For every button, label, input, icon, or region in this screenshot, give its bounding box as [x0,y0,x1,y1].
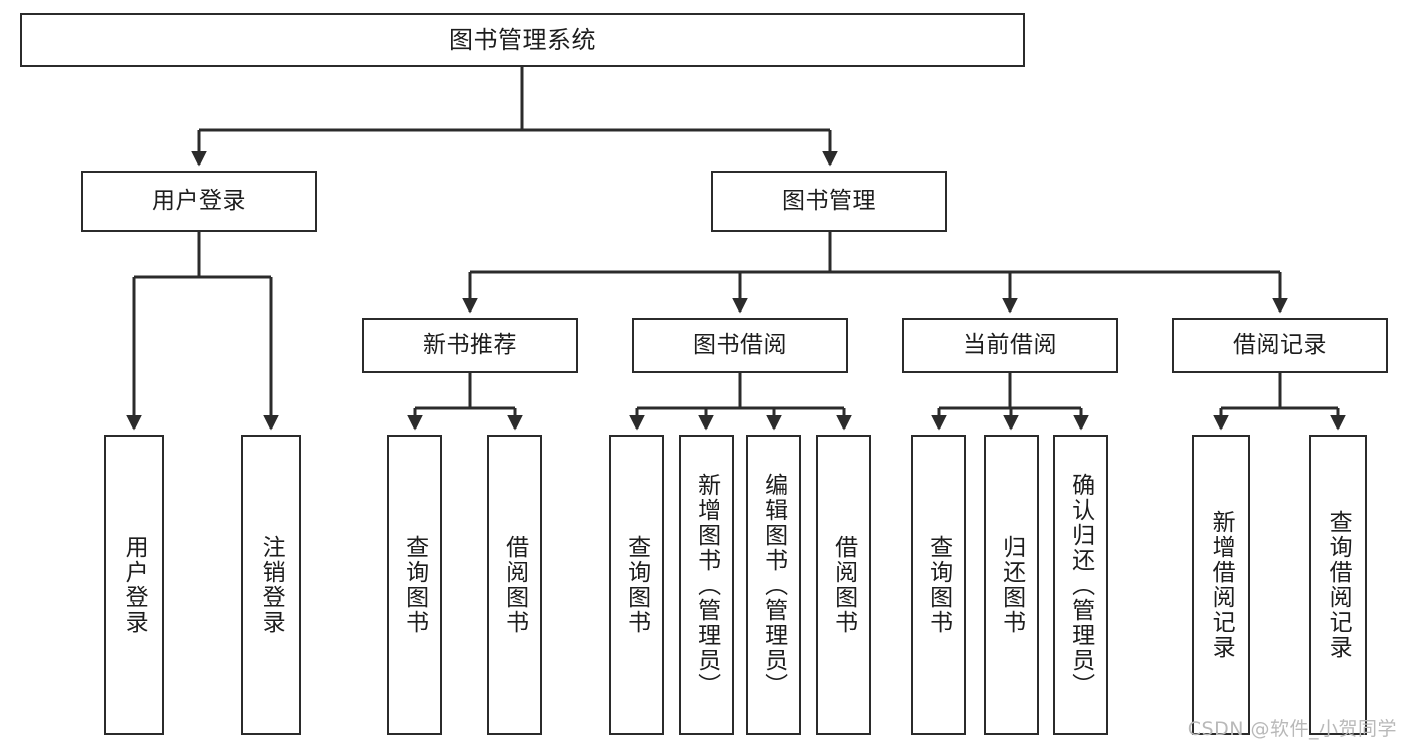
node-leaf-confirm-return[interactable]: 确认归还（管理员） [1053,435,1108,735]
node-leaf-add-record-label: 新增借阅记录 [1208,510,1235,660]
node-borrow-record[interactable]: 借阅记录 [1172,318,1388,373]
node-root[interactable]: 图书管理系统 [20,13,1025,67]
node-book-borrow[interactable]: 图书借阅 [632,318,848,373]
node-leaf-add-record[interactable]: 新增借阅记录 [1192,435,1250,735]
node-leaf-query-book-3[interactable]: 查询图书 [911,435,966,735]
node-book-manage-label: 图书管理 [782,187,876,214]
node-leaf-user-login-label: 用户登录 [121,535,148,635]
node-current-borrow-label: 当前借阅 [963,331,1057,358]
node-leaf-query-record-label: 查询借阅记录 [1325,510,1352,660]
node-leaf-user-logout[interactable]: 注销登录 [241,435,301,735]
node-new-book-rec[interactable]: 新书推荐 [362,318,578,373]
node-leaf-add-book[interactable]: 新增图书（管理员） [679,435,734,735]
node-leaf-confirm-return-label: 确认归还（管理员） [1067,472,1094,698]
node-leaf-borrow-book-2[interactable]: 借阅图书 [816,435,871,735]
node-current-borrow[interactable]: 当前借阅 [902,318,1118,373]
node-leaf-query-book-2-label: 查询图书 [623,535,650,635]
csdn-watermark: CSDN @软件_小贺同学 [1187,718,1397,740]
node-leaf-borrow-book-1[interactable]: 借阅图书 [487,435,542,735]
node-leaf-query-book-3-label: 查询图书 [925,535,952,635]
node-user-login[interactable]: 用户登录 [81,171,317,232]
node-leaf-query-book-1[interactable]: 查询图书 [387,435,442,735]
node-leaf-return-book[interactable]: 归还图书 [984,435,1039,735]
node-leaf-borrow-book-1-label: 借阅图书 [501,535,528,635]
node-leaf-borrow-book-2-label: 借阅图书 [830,535,857,635]
node-leaf-query-book-2[interactable]: 查询图书 [609,435,664,735]
node-leaf-add-book-label: 新增图书（管理员） [693,472,720,698]
node-borrow-record-label: 借阅记录 [1233,331,1327,358]
node-leaf-return-book-label: 归还图书 [998,535,1025,635]
node-leaf-edit-book-label: 编辑图书（管理员） [760,472,787,698]
node-book-manage[interactable]: 图书管理 [711,171,947,232]
node-leaf-query-book-1-label: 查询图书 [401,535,428,635]
node-leaf-query-record[interactable]: 查询借阅记录 [1309,435,1367,735]
node-book-borrow-label: 图书借阅 [693,331,787,358]
node-leaf-user-login[interactable]: 用户登录 [104,435,164,735]
node-leaf-user-logout-label: 注销登录 [258,535,285,635]
node-user-login-label: 用户登录 [152,187,246,214]
node-new-book-rec-label: 新书推荐 [423,331,517,358]
node-leaf-edit-book[interactable]: 编辑图书（管理员） [746,435,801,735]
node-root-label: 图书管理系统 [449,25,596,54]
